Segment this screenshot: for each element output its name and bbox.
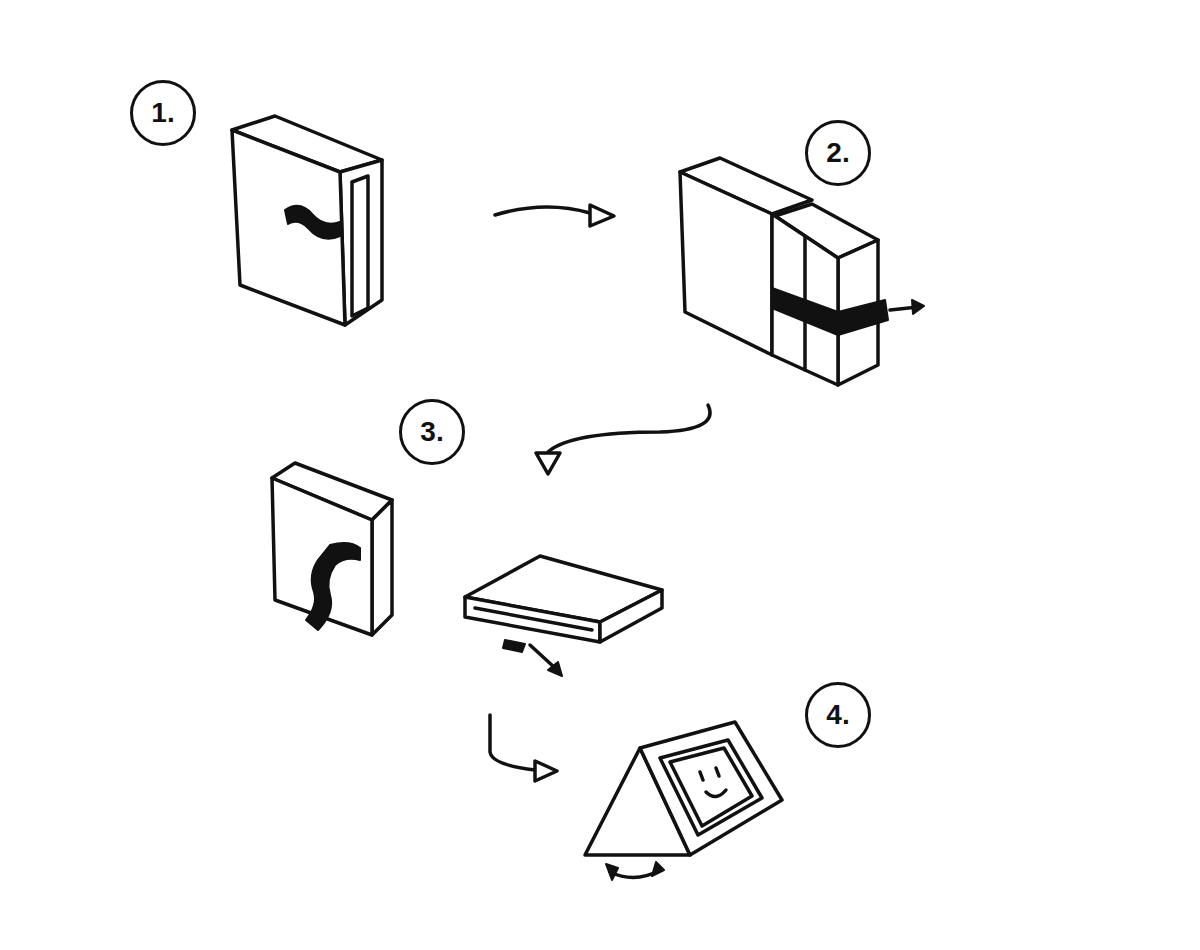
step-number: 3. (420, 418, 443, 446)
step-arrow (490, 715, 557, 781)
step-number: 1. (151, 99, 174, 127)
step-arrow (495, 205, 614, 226)
step-arrow (536, 405, 710, 474)
tray-figure (465, 556, 662, 676)
step-number: 2. (826, 139, 849, 167)
step-number-circle: 1. (130, 80, 196, 146)
step-number-circle: 3. (399, 399, 465, 465)
box-figure-2 (680, 158, 924, 385)
box-figure-1 (232, 116, 382, 325)
box-figure-3 (272, 463, 392, 635)
step-number-circle: 4. (805, 682, 871, 748)
frame-figure-4 (585, 722, 782, 880)
step-number: 4. (826, 701, 849, 729)
step-number-circle: 2. (805, 120, 871, 186)
